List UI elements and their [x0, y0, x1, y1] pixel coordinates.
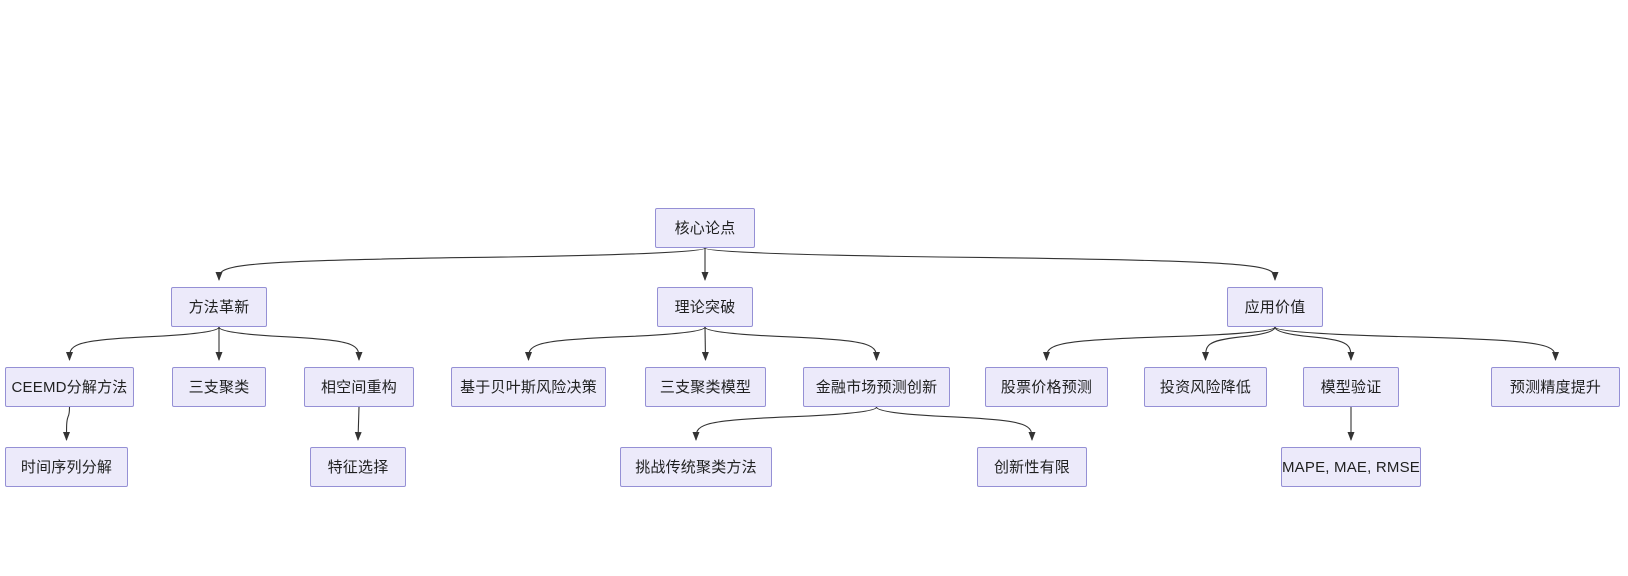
node-b1[interactable]: 方法革新: [171, 287, 267, 327]
node-c3[interactable]: 相空间重构: [304, 367, 414, 407]
node-label: 模型验证: [1320, 378, 1382, 396]
node-label: 三支聚类: [188, 378, 250, 396]
node-label: 特征选择: [327, 458, 389, 476]
node-d4[interactable]: 创新性有限: [977, 447, 1087, 487]
node-c5[interactable]: 三支聚类模型: [645, 367, 766, 407]
node-d5[interactable]: MAPE, MAE, RMSE: [1281, 447, 1421, 487]
node-label: 相空间重构: [320, 378, 397, 396]
node-label: 股票价格预测: [1000, 378, 1093, 396]
node-label: 基于贝叶斯风险决策: [460, 378, 597, 396]
node-label: MAPE, MAE, RMSE: [1281, 458, 1421, 476]
node-label: 挑战传统聚类方法: [635, 458, 757, 476]
node-label: 金融市场预测创新: [815, 378, 938, 396]
node-b3[interactable]: 应用价值: [1227, 287, 1323, 327]
node-label: 应用价值: [1244, 298, 1306, 316]
node-b2[interactable]: 理论突破: [657, 287, 753, 327]
node-label: 三支聚类模型: [659, 378, 752, 396]
node-d1[interactable]: 时间序列分解: [5, 447, 128, 487]
node-label: CEEMD分解方法: [11, 378, 128, 396]
node-label: 理论突破: [674, 298, 736, 316]
node-c8[interactable]: 投资风险降低: [1144, 367, 1267, 407]
node-label: 方法革新: [188, 298, 250, 316]
node-c6[interactable]: 金融市场预测创新: [803, 367, 950, 407]
node-label: 预测精度提升: [1509, 378, 1602, 396]
node-d3[interactable]: 挑战传统聚类方法: [620, 447, 772, 487]
node-label: 时间序列分解: [20, 458, 113, 476]
node-d2[interactable]: 特征选择: [310, 447, 406, 487]
node-label: 创新性有限: [993, 458, 1070, 476]
node-c4[interactable]: 基于贝叶斯风险决策: [451, 367, 606, 407]
node-c2[interactable]: 三支聚类: [172, 367, 266, 407]
node-c1[interactable]: CEEMD分解方法: [5, 367, 134, 407]
node-root[interactable]: 核心论点: [655, 208, 755, 248]
node-label: 核心论点: [674, 219, 736, 237]
node-label: 投资风险降低: [1159, 378, 1252, 396]
node-c10[interactable]: 预测精度提升: [1491, 367, 1620, 407]
node-c9[interactable]: 模型验证: [1303, 367, 1399, 407]
node-c7[interactable]: 股票价格预测: [985, 367, 1108, 407]
